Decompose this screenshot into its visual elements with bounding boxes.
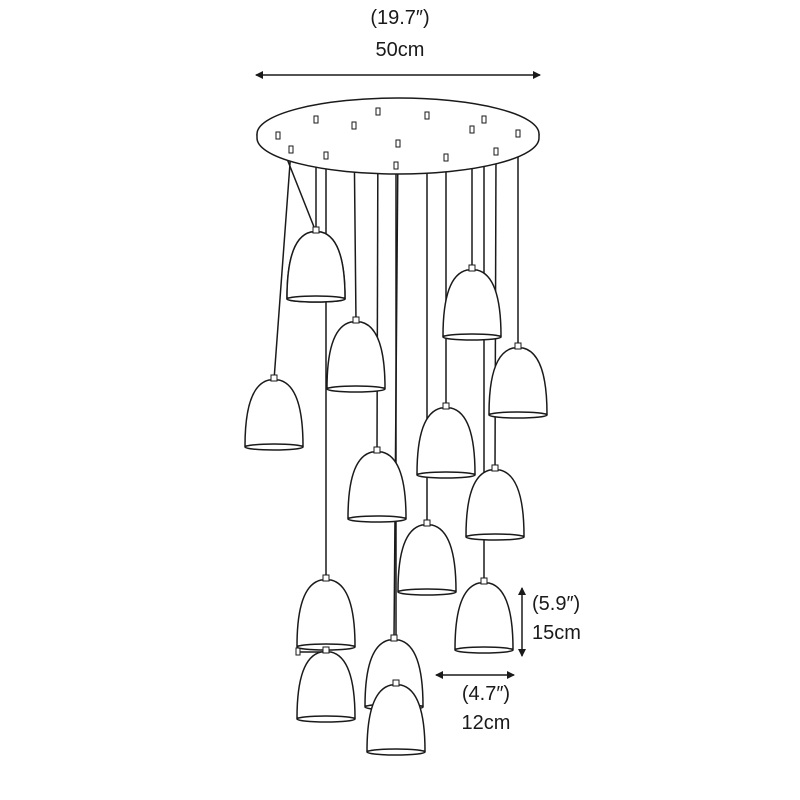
shade-rim-14 — [488, 411, 548, 419]
shade-rim-13 — [465, 533, 525, 541]
shade-body-5 — [326, 321, 386, 389]
pendant-shade-2 — [244, 374, 304, 451]
shade-body-14 — [488, 347, 548, 415]
shade-height-metric: 15cm — [532, 622, 581, 644]
shade-height-imperial: (5.9″) — [532, 593, 580, 615]
shade-body-10 — [416, 407, 476, 475]
shade-rim-9 — [397, 588, 457, 596]
cord-cap-8 — [393, 161, 399, 170]
shade-connector-11 — [468, 264, 476, 272]
shade-rim-11 — [442, 333, 502, 341]
pendant-shade-11 — [442, 264, 502, 341]
cord-cap-6 — [375, 107, 381, 116]
shade-body-11 — [442, 269, 502, 337]
shade-rim-15 — [296, 715, 356, 723]
shade-connector-3 — [312, 226, 320, 234]
shade-connector-4 — [322, 574, 330, 582]
shade-body-13 — [465, 469, 525, 537]
shade-connector-15 — [322, 646, 330, 654]
cord-cap-2 — [288, 145, 294, 154]
cord-cap-7 — [395, 139, 401, 148]
shade-rim-2 — [244, 443, 304, 451]
cord-cap-1 — [275, 131, 281, 140]
shade-rim-12 — [454, 646, 514, 654]
pendant-shade-8 — [366, 679, 426, 756]
canopy-width-dimension: (19.7″) 50cm — [255, 7, 541, 79]
pendant-shade-9 — [397, 519, 457, 596]
shade-connector-10 — [442, 402, 450, 410]
pendant-shade-6 — [347, 446, 407, 523]
shade-body-15 — [296, 651, 356, 719]
shade-width-imperial: (4.7″) — [462, 683, 510, 705]
shade-connector-2 — [270, 374, 278, 382]
shade-width-dimension: (4.7″) 12cm — [435, 671, 515, 734]
pendant-cord-2 — [273, 149, 292, 381]
pendant-shade-3 — [286, 226, 346, 303]
shade-body-6 — [347, 451, 407, 519]
shade-connector-8 — [392, 679, 400, 687]
cord-cap-5 — [351, 121, 357, 130]
canopy-rim — [256, 134, 540, 175]
pendant-shade-12 — [454, 577, 514, 654]
shade-width-metric: 12cm — [462, 712, 511, 734]
shade-rim-6 — [347, 515, 407, 523]
cord-cap-10 — [443, 153, 449, 162]
canopy-width-imperial: (19.7″) — [370, 7, 429, 29]
cord-cap-14 — [515, 129, 521, 138]
pendant-shades — [244, 226, 548, 756]
shade-body-9 — [397, 524, 457, 592]
shade-body-12 — [454, 582, 514, 650]
shade-body-2 — [244, 379, 304, 447]
pendant-shade-15 — [296, 646, 356, 723]
cord-cap-12 — [481, 115, 487, 124]
cord-caps — [275, 107, 521, 656]
shade-rim-10 — [416, 471, 476, 479]
shade-rim-3 — [286, 295, 346, 303]
shade-rim-8 — [366, 748, 426, 756]
pendant-shade-13 — [465, 464, 525, 541]
shade-connector-5 — [352, 316, 360, 324]
shade-connector-7 — [390, 634, 398, 642]
cord-cap-13 — [493, 147, 499, 156]
cord-cap-3 — [313, 115, 319, 124]
canopy-width-metric: 50cm — [376, 39, 425, 61]
cord-cap-15 — [295, 647, 301, 656]
pendant-shade-4 — [296, 574, 356, 651]
shade-body-4 — [296, 579, 356, 647]
shade-connector-12 — [480, 577, 488, 585]
pendant-shade-10 — [416, 402, 476, 479]
shade-rim-5 — [326, 385, 386, 393]
shade-connector-6 — [373, 446, 381, 454]
pendant-shade-14 — [488, 342, 548, 419]
shade-connector-14 — [514, 342, 522, 350]
pendant-shade-5 — [326, 316, 386, 393]
shade-height-dimension: (5.9″) 15cm — [518, 587, 581, 657]
shade-body-3 — [286, 231, 346, 299]
shade-connector-9 — [423, 519, 431, 527]
cord-cap-4 — [323, 151, 329, 160]
shade-connector-13 — [491, 464, 499, 472]
cord-cap-11 — [469, 125, 475, 134]
cord-cap-9 — [424, 111, 430, 120]
